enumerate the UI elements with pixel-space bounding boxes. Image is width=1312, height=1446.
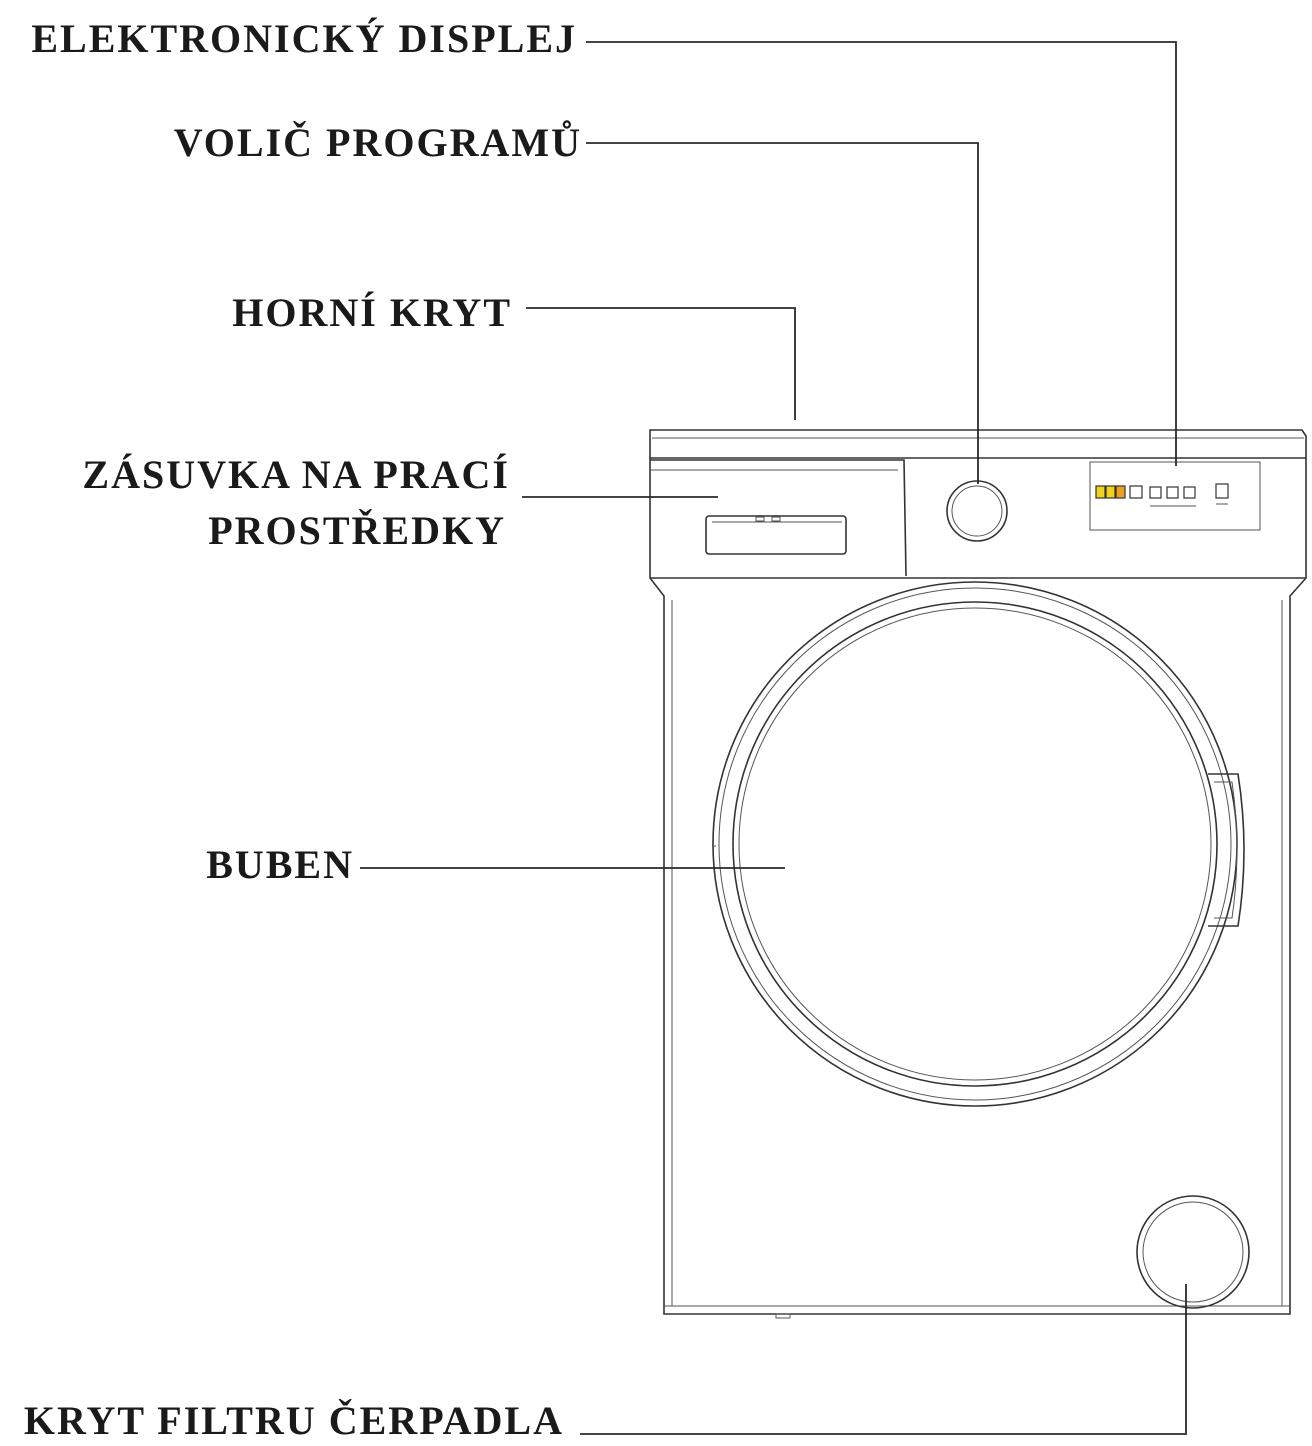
door-handle xyxy=(1208,773,1245,927)
washing-machine xyxy=(649,429,1307,1319)
leader-display xyxy=(586,41,1177,466)
label-program-selector: VOLIČ PROGRAMŮ xyxy=(174,119,582,165)
door-and-drum xyxy=(712,581,1245,1107)
leader-program-selector xyxy=(586,142,979,484)
pump-filter-cover xyxy=(1136,1195,1250,1309)
leader-lines xyxy=(360,41,1187,1435)
electronic-display xyxy=(1089,461,1261,531)
label-electronic-display: ELEKTRONICKÝ DISPLEJ xyxy=(31,16,577,61)
label-pump-filter-cover: KRYT FILTRU ČERPADLA xyxy=(24,1398,564,1443)
program-selector-knob xyxy=(946,480,1008,542)
cabinet-outline xyxy=(649,458,1307,1315)
label-detergent-drawer-line2: PROSTŘEDKY xyxy=(208,508,506,553)
top-cover-outline xyxy=(649,429,1307,459)
drawer-handle xyxy=(705,515,847,555)
label-detergent-drawer-line1: ZÁSUVKA NA PRACÍ xyxy=(82,452,510,497)
label-top-cover: HORNÍ KRYT xyxy=(232,290,512,335)
label-drum: BUBEN xyxy=(206,842,354,887)
detergent-drawer xyxy=(650,459,907,577)
leader-pump-filter xyxy=(580,1284,1187,1435)
leader-top-cover xyxy=(526,307,796,420)
callout-labels: ELEKTRONICKÝ DISPLEJ VOLIČ PROGRAMŮ HORN… xyxy=(24,16,582,1443)
